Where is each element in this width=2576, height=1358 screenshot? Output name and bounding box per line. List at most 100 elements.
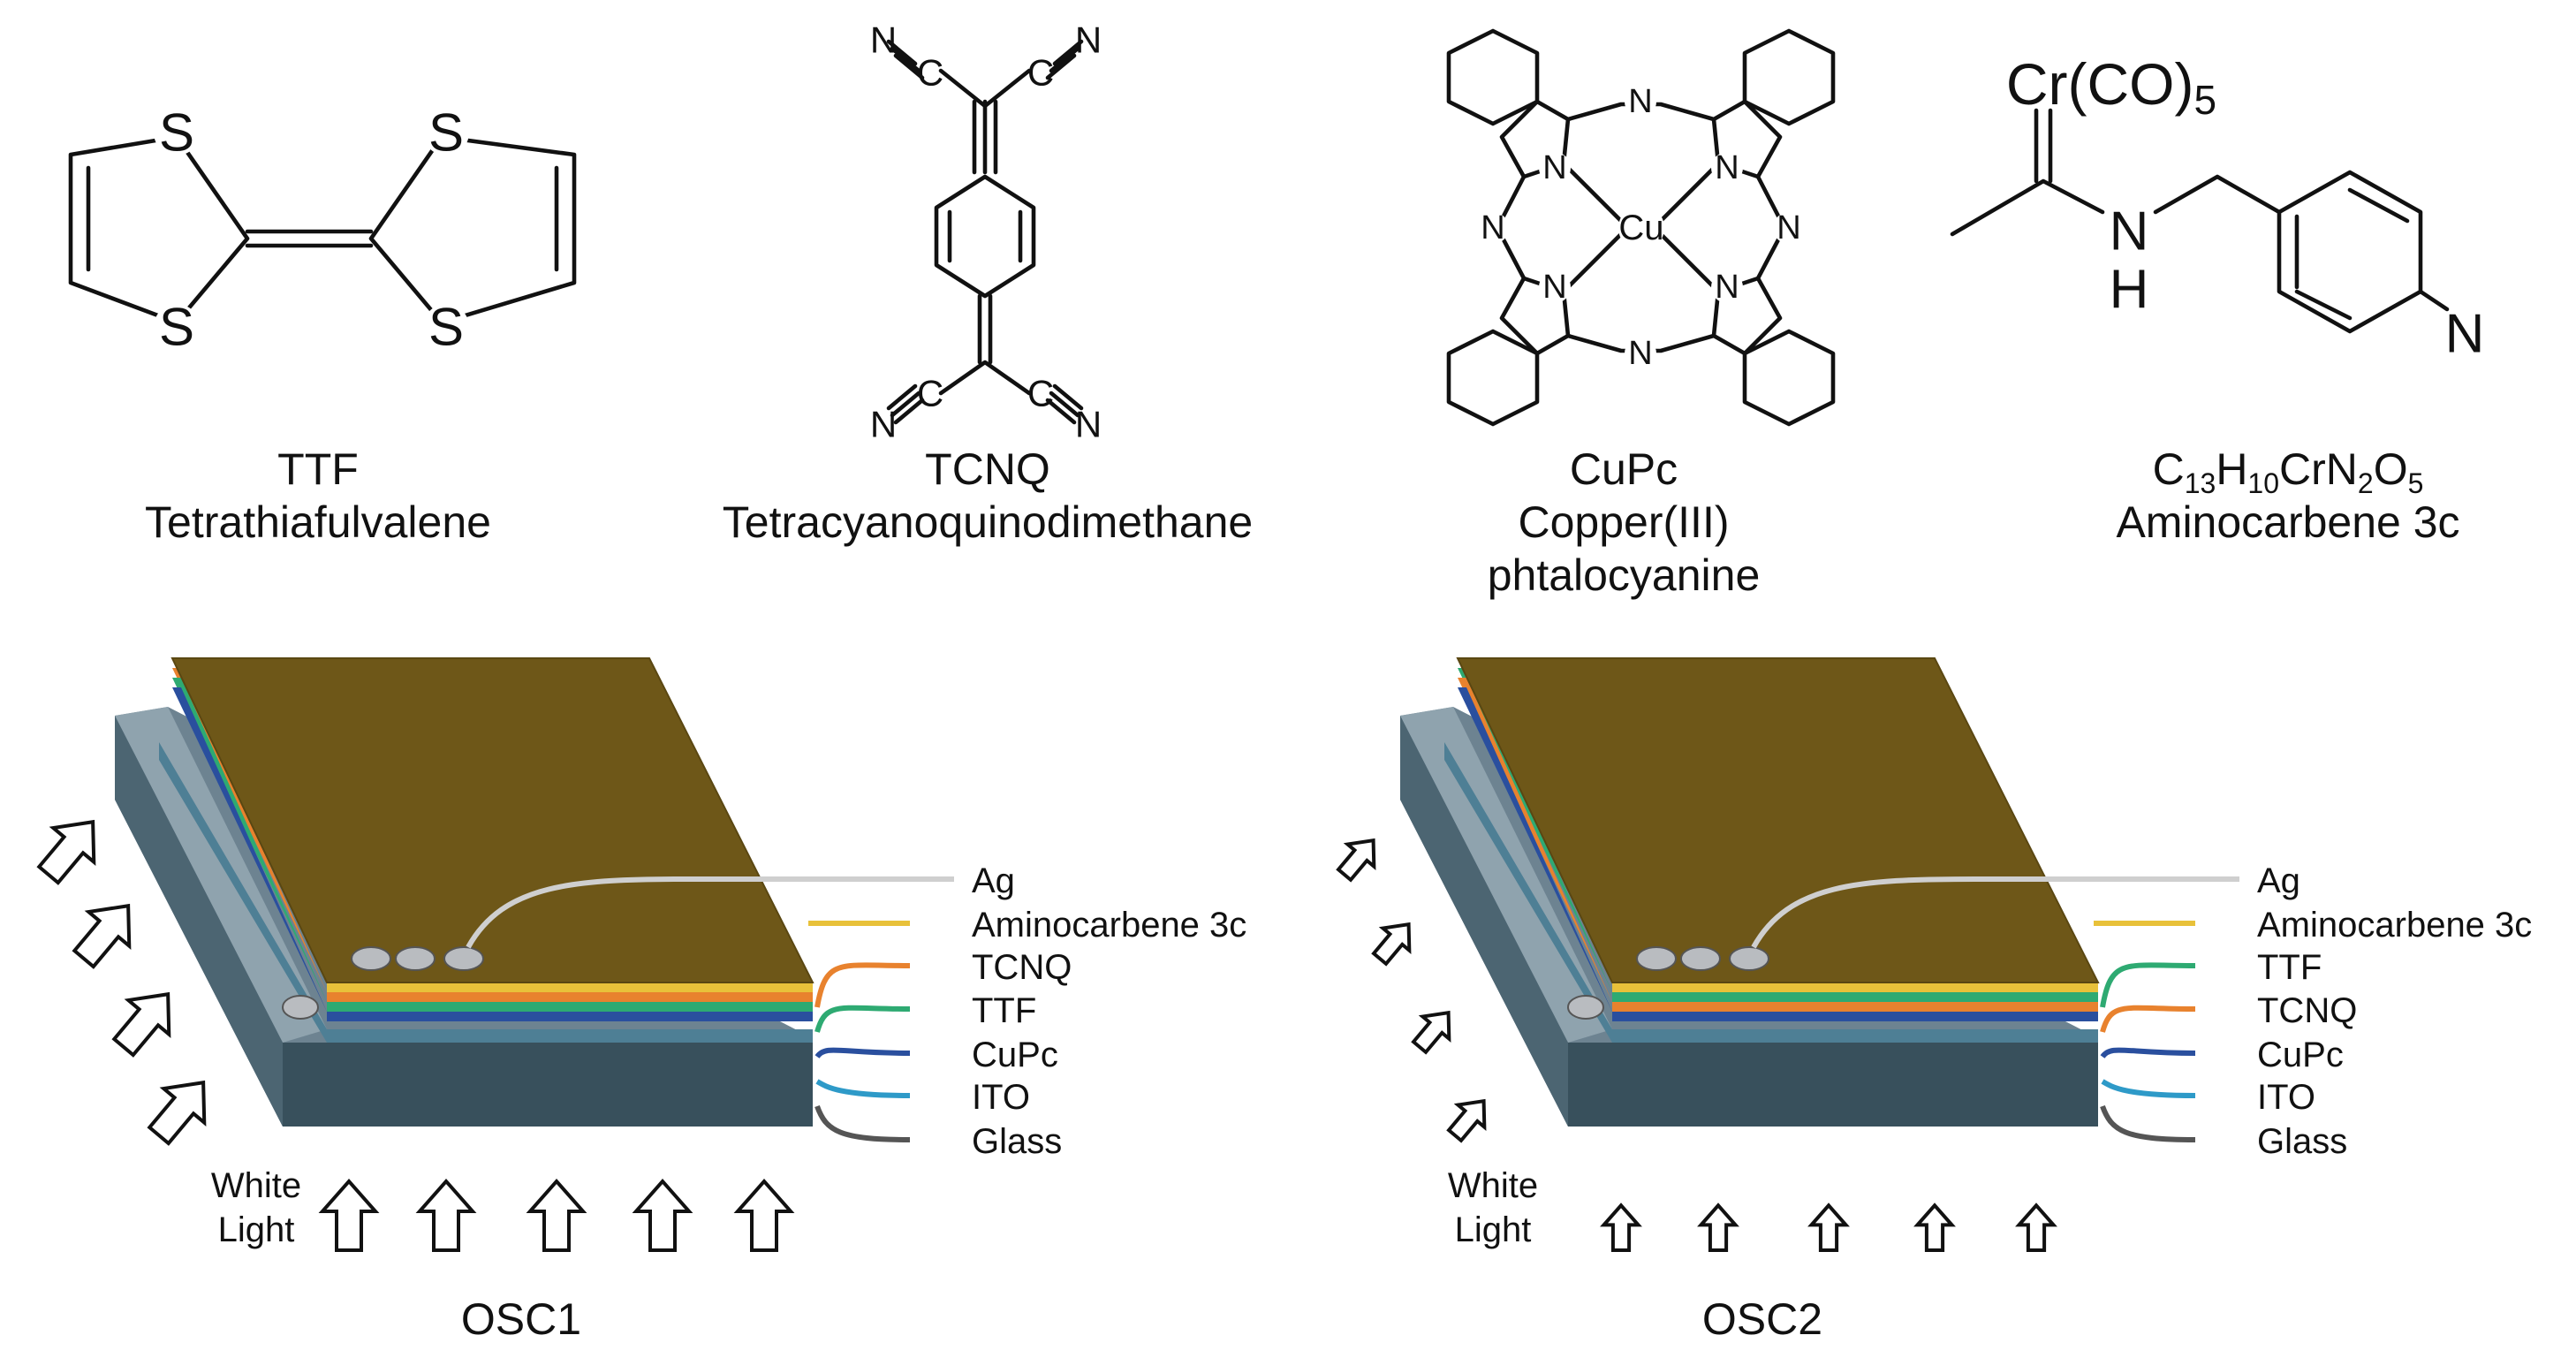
top-film bbox=[1458, 658, 2098, 982]
aminocarbene-structure: Cr(CO)5 N H N bbox=[1950, 51, 2489, 365]
film-strip-front bbox=[1612, 982, 2098, 992]
light-arrow bbox=[318, 1178, 380, 1252]
white-light-label: White bbox=[211, 1166, 301, 1205]
layer-label: Ag bbox=[2257, 861, 2300, 900]
atom-n: N bbox=[1542, 269, 1566, 306]
atom-s: S bbox=[428, 298, 464, 357]
aminocarbene-name: Aminocarbene 3c bbox=[2116, 497, 2459, 547]
layer-label: CuPc bbox=[972, 1036, 1058, 1074]
ag-lead-line bbox=[466, 876, 954, 949]
light-arrow bbox=[1411, 1010, 1451, 1055]
atom-n: N bbox=[1075, 404, 1102, 445]
formula-part: CrN bbox=[2279, 444, 2358, 494]
light-arrow bbox=[36, 819, 96, 885]
formula-part: C bbox=[2153, 444, 2185, 494]
formula-sub: 13 bbox=[2185, 467, 2216, 499]
layer-leader-line bbox=[2100, 1005, 2196, 1033]
atom-n: N bbox=[870, 404, 897, 445]
tcnq-name: Tetracyanoquinodimethane bbox=[723, 497, 1253, 547]
formula-sub: 5 bbox=[2408, 467, 2424, 499]
ag-contact bbox=[1729, 946, 1769, 971]
atom-n: N bbox=[1715, 269, 1739, 306]
light-arrow bbox=[1371, 922, 1412, 967]
light-arrow-shape bbox=[1446, 1098, 1487, 1143]
atom-c: C bbox=[917, 52, 943, 94]
formula-part: H bbox=[2216, 444, 2247, 494]
layer-label: CuPc bbox=[2257, 1036, 2344, 1074]
light-arrow bbox=[2015, 1202, 2057, 1252]
layer-label: ITO bbox=[2257, 1078, 2315, 1117]
top-film bbox=[172, 658, 813, 982]
layer-label: ITO bbox=[972, 1078, 1030, 1117]
atom-n: N bbox=[1715, 149, 1739, 186]
light-arrow bbox=[526, 1178, 587, 1252]
light-arrow-shape bbox=[147, 1080, 207, 1146]
light-arrow-shape bbox=[1913, 1202, 1956, 1252]
film-strip-front bbox=[1612, 1012, 2098, 1021]
atom-n: N bbox=[1777, 209, 1800, 247]
light-arrow-shape bbox=[632, 1178, 693, 1252]
light-arrow-shape bbox=[526, 1178, 587, 1252]
layer-leader-line bbox=[815, 1079, 911, 1098]
light-arrow-shape bbox=[318, 1178, 380, 1252]
atom-s: S bbox=[428, 103, 464, 163]
light-arrow bbox=[1446, 1098, 1487, 1143]
light-arrow bbox=[147, 1080, 207, 1146]
atom-s: S bbox=[159, 103, 194, 163]
light-arrow-shape bbox=[1807, 1202, 1850, 1252]
ag-lead-line bbox=[1751, 876, 2239, 949]
ag-contact bbox=[443, 946, 484, 971]
glass-slab-left bbox=[115, 716, 283, 1127]
atom-n: N bbox=[1075, 19, 1102, 61]
layer-leader-line bbox=[814, 1104, 911, 1142]
cupc-structure: N N N N N N N N Cu bbox=[1446, 28, 1836, 427]
atom-h: H bbox=[2110, 260, 2149, 321]
film-strip-front bbox=[1612, 1002, 2098, 1012]
glass-slab-edge bbox=[115, 707, 327, 1043]
light-arrow-shape bbox=[1336, 838, 1376, 883]
atom-n: N bbox=[1481, 209, 1504, 247]
light-arrow-shape bbox=[1697, 1202, 1739, 1252]
layer-leader-line bbox=[814, 1005, 911, 1033]
formula-sub: 10 bbox=[2247, 467, 2279, 499]
atom-n: N bbox=[2445, 304, 2485, 365]
layer-label: Glass bbox=[972, 1122, 1062, 1161]
formula-part: O bbox=[2374, 444, 2408, 494]
light-arrow bbox=[111, 991, 171, 1058]
light-arrow bbox=[72, 903, 132, 969]
film-strip-front bbox=[327, 1002, 813, 1012]
layer-label: Aminocarbene 3c bbox=[972, 906, 1246, 945]
ttf-structure: S S S S bbox=[68, 103, 577, 357]
white-light-label: Light bbox=[1455, 1210, 1532, 1249]
light-arrow bbox=[1807, 1202, 1850, 1252]
atom-n: N bbox=[1628, 83, 1652, 120]
light-arrow-shape bbox=[36, 819, 96, 885]
light-arrow bbox=[1336, 838, 1376, 883]
tcnq-structure: N C C N N C C N bbox=[870, 19, 1102, 445]
light-arrow bbox=[733, 1178, 795, 1252]
light-arrow-shape bbox=[1600, 1202, 1642, 1252]
light-arrow bbox=[1697, 1202, 1739, 1252]
layer-leader-line bbox=[2101, 1079, 2196, 1098]
layer-label: TCNQ bbox=[2257, 991, 2357, 1030]
ag-contact bbox=[1567, 995, 1604, 1020]
top-film-outline bbox=[170, 657, 814, 983]
formula-sub: 2 bbox=[2358, 467, 2374, 499]
light-arrow-shape bbox=[72, 903, 132, 969]
cr-co-group: Cr(CO)5 bbox=[2006, 51, 2216, 123]
light-arrow-shape bbox=[2015, 1202, 2057, 1252]
glass-slab-edge bbox=[1400, 707, 1612, 1043]
ttf-name: Tetrathiafulvalene bbox=[145, 497, 491, 547]
ttf-abbr: TTF bbox=[277, 444, 359, 494]
device-title: OSC2 bbox=[1702, 1294, 1822, 1344]
white-light-label: Light bbox=[218, 1210, 295, 1249]
glass-slab-front bbox=[1568, 1043, 2098, 1127]
atom-n: N bbox=[870, 19, 897, 61]
cr-co-text: Cr(CO) bbox=[2006, 51, 2194, 117]
light-arrow bbox=[415, 1178, 477, 1252]
atom-n: N bbox=[1628, 335, 1652, 372]
glass-slab-left bbox=[1400, 716, 1568, 1127]
layer-leader-line bbox=[2100, 962, 2196, 1008]
